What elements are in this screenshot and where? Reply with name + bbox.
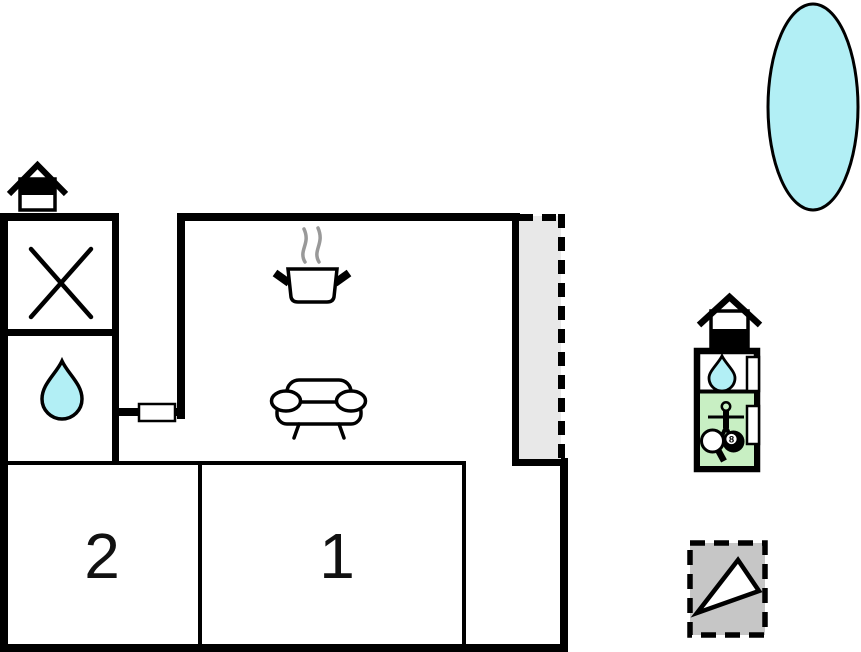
door-marker — [745, 404, 761, 446]
wall-segment — [512, 458, 568, 466]
pot-handle — [272, 269, 292, 287]
sofa-legs — [292, 422, 346, 440]
water-drop-icon — [40, 356, 84, 421]
house-body-band — [20, 179, 55, 195]
player-head — [720, 401, 732, 412]
steam-icon — [301, 227, 308, 264]
annex: 8 — [693, 292, 763, 473]
room-label-2: 2 — [84, 520, 120, 592]
pool-ellipse — [766, 2, 860, 212]
x-cross-icon — [28, 246, 94, 320]
steam-icon — [315, 226, 322, 264]
wall-segment — [177, 213, 520, 221]
wall-segment — [0, 644, 568, 652]
wall-segment — [462, 461, 466, 648]
compass-square — [687, 540, 768, 638]
pot-body — [286, 267, 339, 304]
billiard-8ball-icon: 8 — [722, 430, 745, 453]
wall-segment — [0, 461, 466, 465]
wall-segment — [560, 458, 568, 652]
sofa-armrest — [334, 389, 368, 413]
door-marker — [745, 355, 761, 393]
sofa-armrest — [269, 389, 303, 413]
annex-house-icon — [696, 292, 763, 350]
door-marker — [137, 402, 177, 423]
water-drop-icon — [707, 352, 737, 393]
wall-segment — [0, 329, 119, 336]
compass-triangle-icon — [690, 556, 763, 618]
terrace-fill — [519, 216, 561, 459]
room-label-1: 1 — [319, 520, 355, 592]
wall-segment — [0, 213, 119, 221]
terrace-strip — [519, 214, 565, 459]
wall-segment — [112, 213, 119, 465]
wall-segment — [512, 213, 520, 466]
entrance-house-icon — [6, 160, 69, 212]
wall-segment — [0, 213, 8, 652]
wall-segment — [198, 461, 202, 648]
paddle-handle — [715, 448, 727, 463]
cross-line — [28, 246, 94, 320]
ball-number: 8 — [729, 435, 734, 446]
walls — [0, 213, 568, 652]
sofa-icon — [269, 378, 368, 440]
wall-segment — [177, 213, 185, 419]
house-roof — [6, 160, 69, 197]
ball-number-circle — [725, 432, 738, 446]
paddle-blade — [700, 428, 725, 454]
house-body-band — [711, 329, 748, 348]
cooking-pot-icon — [272, 226, 352, 304]
house-roof — [696, 292, 763, 328]
